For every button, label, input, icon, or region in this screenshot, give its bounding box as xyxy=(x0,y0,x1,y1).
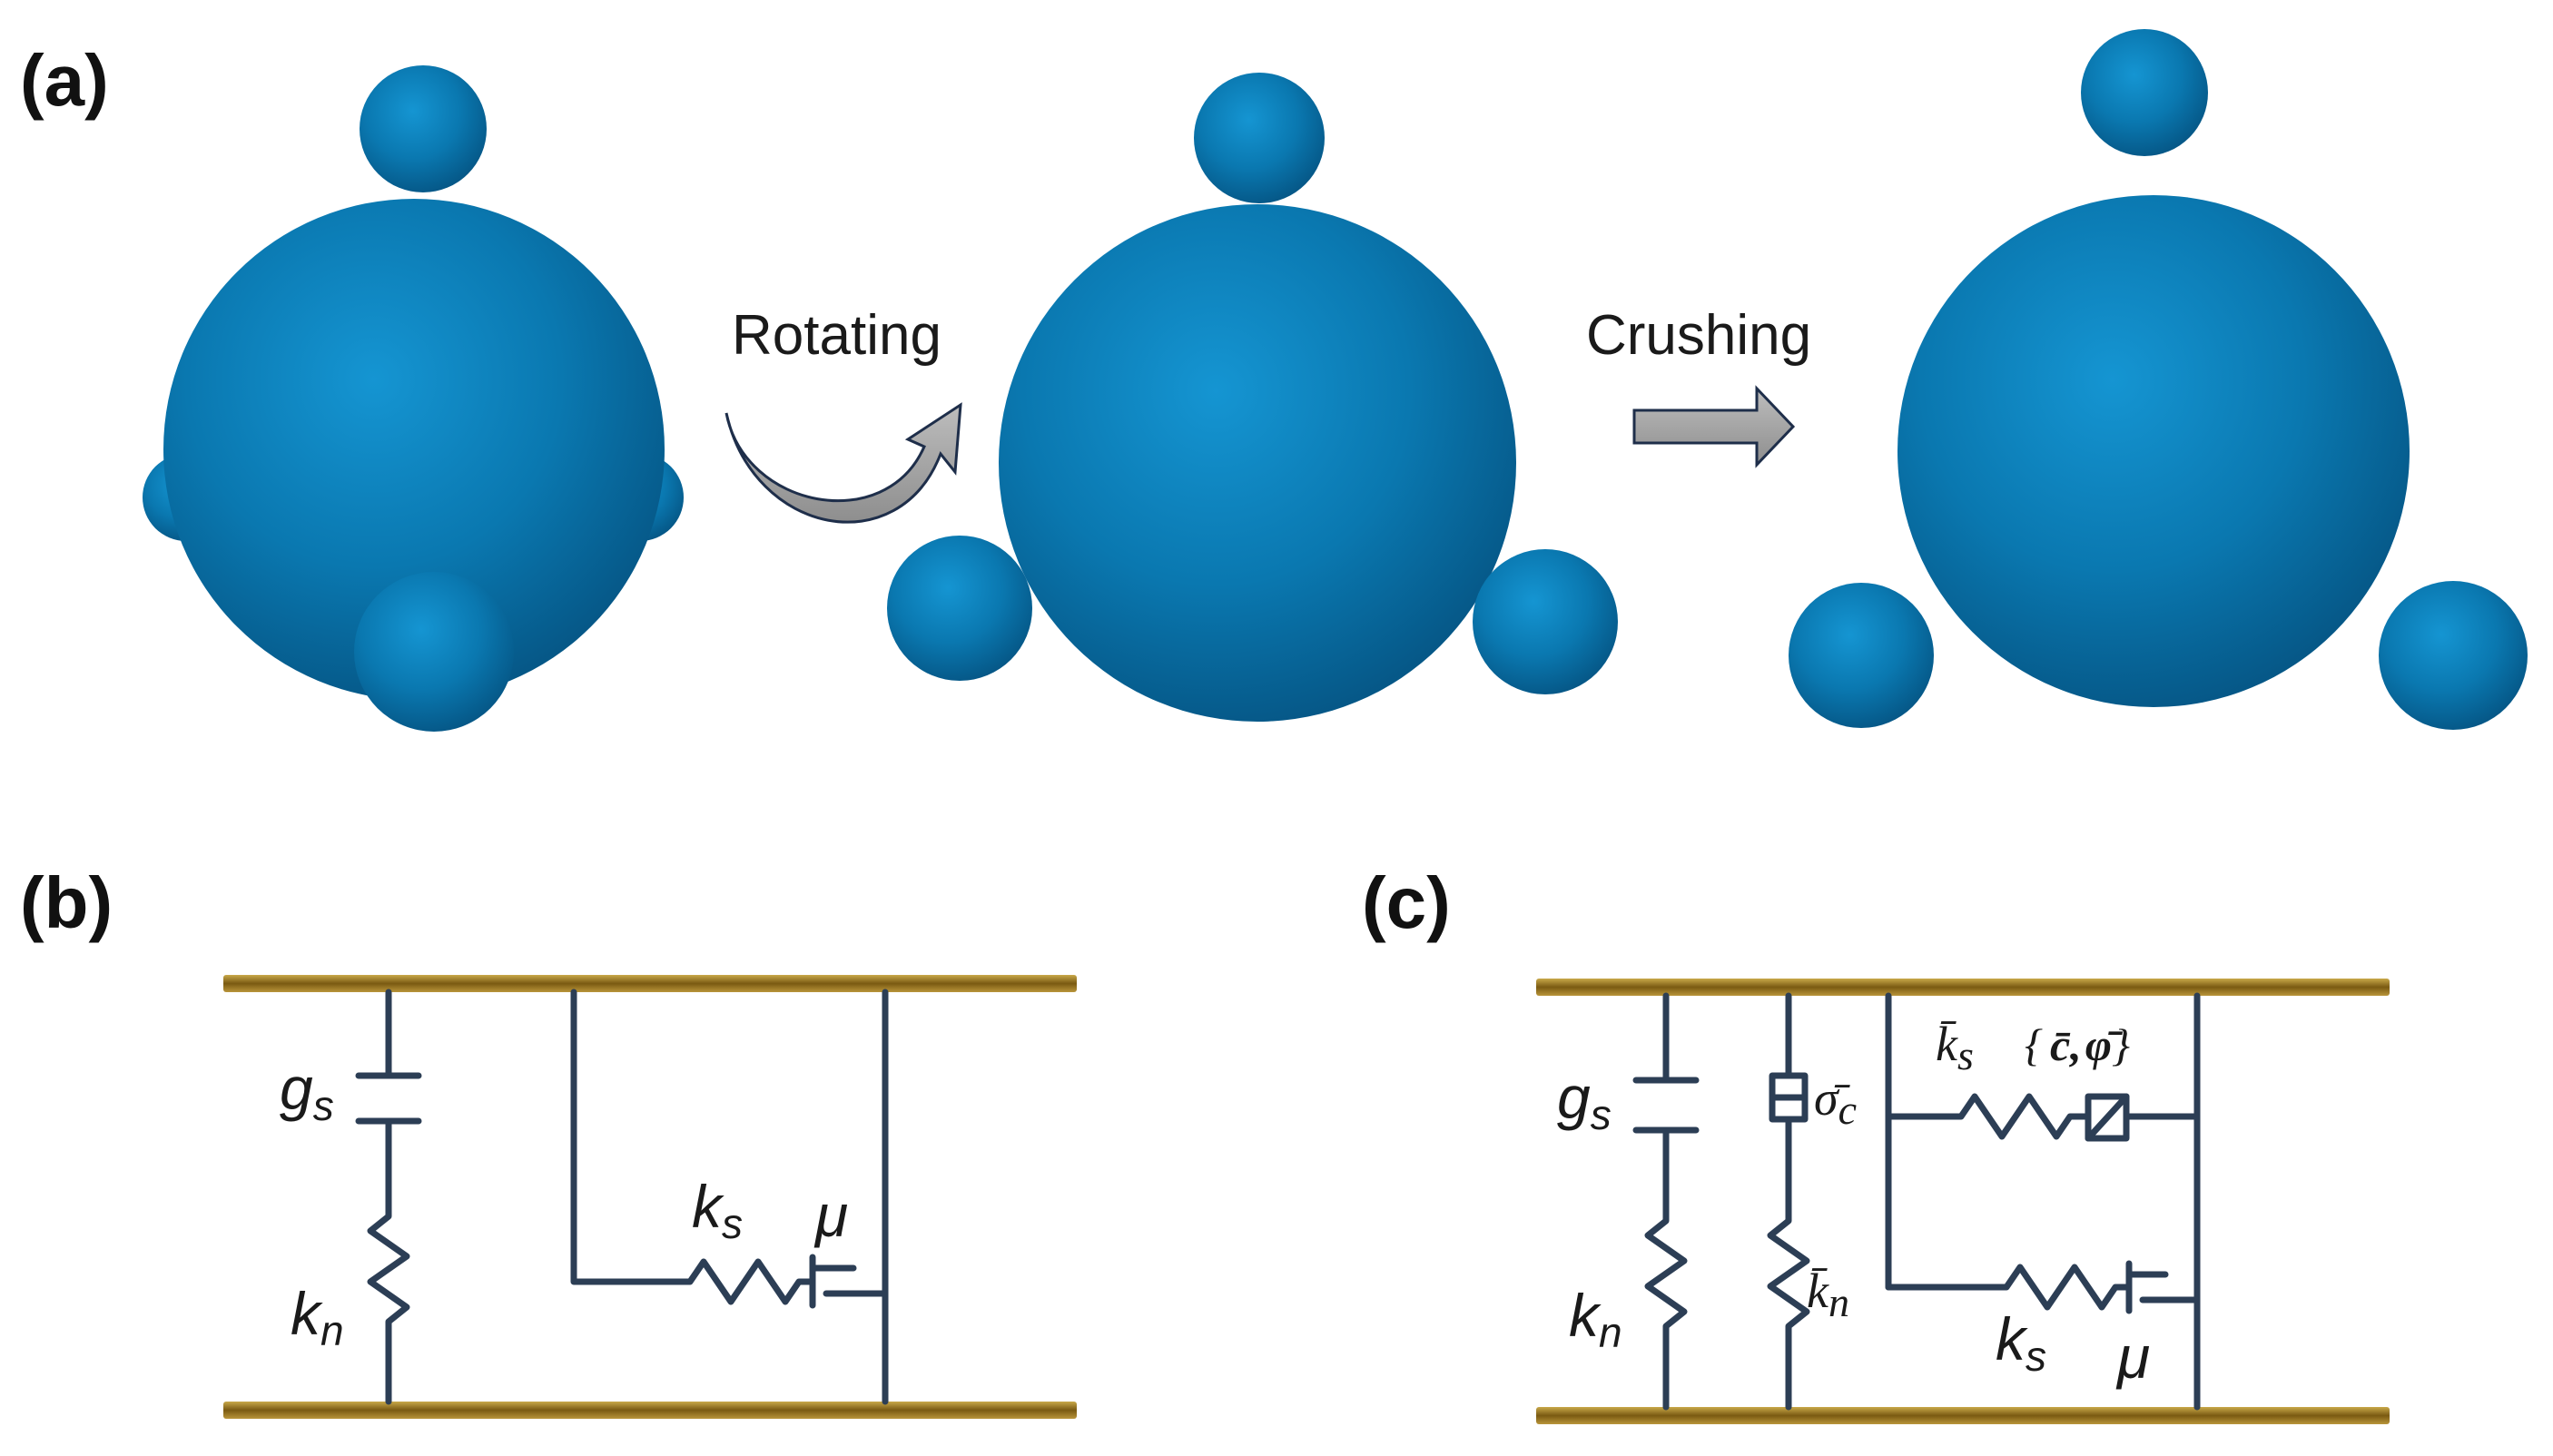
crushing-label: Crushing xyxy=(1586,304,1811,367)
kn-label: kn xyxy=(1569,1282,1622,1356)
rotating-label: Rotating xyxy=(732,304,941,367)
ks-label: ks xyxy=(1996,1305,2046,1380)
panel-a: (a) Rotating Crushing xyxy=(20,29,2528,732)
small-sphere-top xyxy=(1194,73,1325,203)
kn-bar-label: k̄n xyxy=(1807,1264,1849,1325)
particle-cluster-initial xyxy=(143,65,684,732)
kn-label: kn xyxy=(291,1280,344,1354)
panel-c: (c) gs kn σ̄c k̄n xyxy=(1362,862,2390,1424)
bond-parameters-label: {c̄,φ̄} xyxy=(2025,1019,2130,1070)
small-sphere-bottom xyxy=(354,572,514,732)
panel-b-label: (b) xyxy=(20,862,113,943)
bottom-plate xyxy=(1536,1407,2390,1424)
small-sphere-right xyxy=(2379,581,2528,730)
small-sphere-left xyxy=(1789,583,1934,728)
mu-label: μ xyxy=(2115,1323,2150,1391)
ks-label: ks xyxy=(692,1173,743,1247)
top-plate xyxy=(223,975,1077,992)
gs-label: gs xyxy=(280,1055,334,1129)
top-plate xyxy=(1536,979,2390,996)
panel-a-label: (a) xyxy=(20,40,109,121)
particle-cluster-rotated xyxy=(887,73,1618,722)
shear-friction-branch xyxy=(570,989,889,1405)
bond-normal-branch xyxy=(1767,992,1810,1411)
small-sphere-top xyxy=(2081,29,2208,156)
ks-bar-label: k̄s xyxy=(1936,1017,1974,1078)
gap-normal-spring-branch xyxy=(355,989,422,1405)
particle-cluster-crushed xyxy=(1789,29,2528,730)
rotating-arrow xyxy=(724,402,962,524)
large-sphere xyxy=(1898,195,2410,707)
large-sphere xyxy=(999,204,1516,722)
mu-label: μ xyxy=(813,1182,848,1249)
small-sphere-left xyxy=(887,536,1032,681)
small-sphere-top xyxy=(360,65,487,192)
shear-branches xyxy=(1885,992,2201,1411)
sigma-c-bar-label: σ̄c xyxy=(1814,1071,1857,1133)
gs-label: gs xyxy=(1557,1064,1612,1138)
crushing-arrow xyxy=(1632,385,1796,468)
small-sphere-right xyxy=(1473,549,1618,694)
gap-normal-spring-branch xyxy=(1632,992,1700,1411)
panel-c-label: (c) xyxy=(1362,862,1451,943)
panel-b: (b) gs kn ks μ xyxy=(20,862,1077,1419)
bottom-plate xyxy=(223,1402,1077,1419)
large-sphere xyxy=(163,199,665,700)
